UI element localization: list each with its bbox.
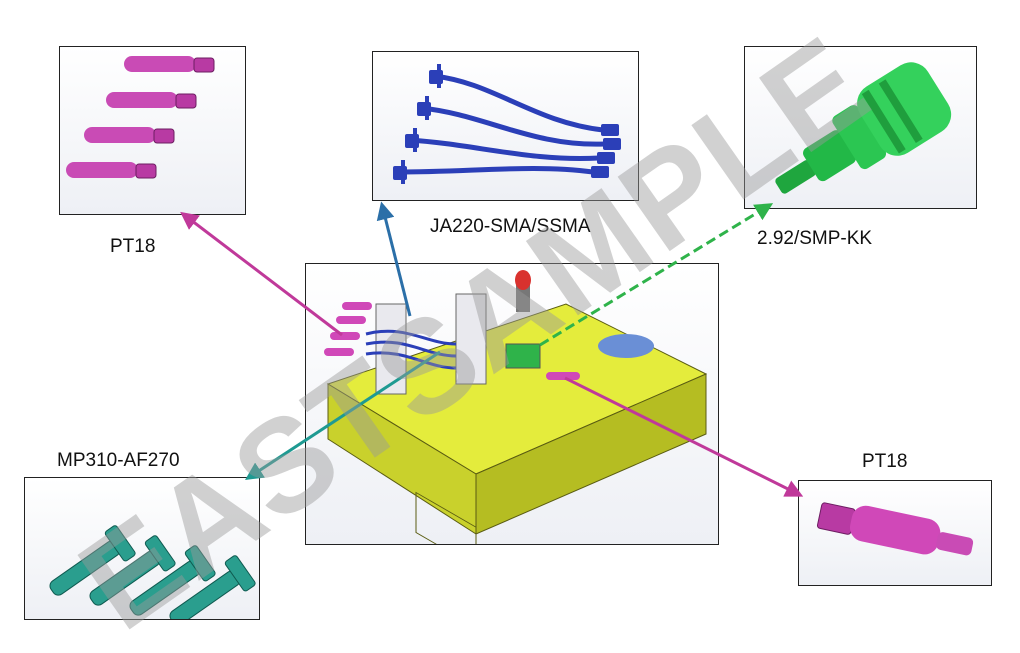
panel-292-smp-kk [744, 46, 977, 209]
green-connector-illustration [775, 62, 952, 194]
panel-pt18-bottom-right [798, 480, 992, 586]
pink-connector-3 [84, 127, 175, 144]
label-mp310-af270: MP310-AF270 [57, 450, 180, 471]
pink-connector-4 [66, 162, 157, 179]
arrow-to-ja220 [376, 201, 412, 317]
label-pt18-bottom-right: PT18 [862, 451, 908, 472]
panel-ja220-sma [372, 51, 639, 201]
pt18-connectors-illustration [66, 56, 215, 179]
teal-connectors-illustration [49, 525, 256, 619]
cable-assembly-illustration [393, 64, 621, 184]
arrow-to-mp310 [244, 350, 441, 480]
label-292-smp-kk: 2.92/SMP-KK [757, 228, 873, 249]
label-ja220-sma: JA220-SMA/SSMA [430, 216, 591, 237]
arrow-to-pt18-top [180, 211, 343, 337]
arrow-to-pt18-bottom [564, 376, 804, 497]
pt18-single-connector-illustration [816, 502, 974, 556]
pink-connector-2 [106, 92, 197, 109]
label-pt18-top-left: PT18 [110, 236, 156, 257]
panel-pt18-top-left [59, 46, 246, 215]
test-fixture-illustration [324, 270, 708, 544]
pink-connector-1 [124, 56, 215, 73]
panel-mp310-af270 [24, 477, 260, 620]
panel-fixture-main [305, 263, 719, 545]
